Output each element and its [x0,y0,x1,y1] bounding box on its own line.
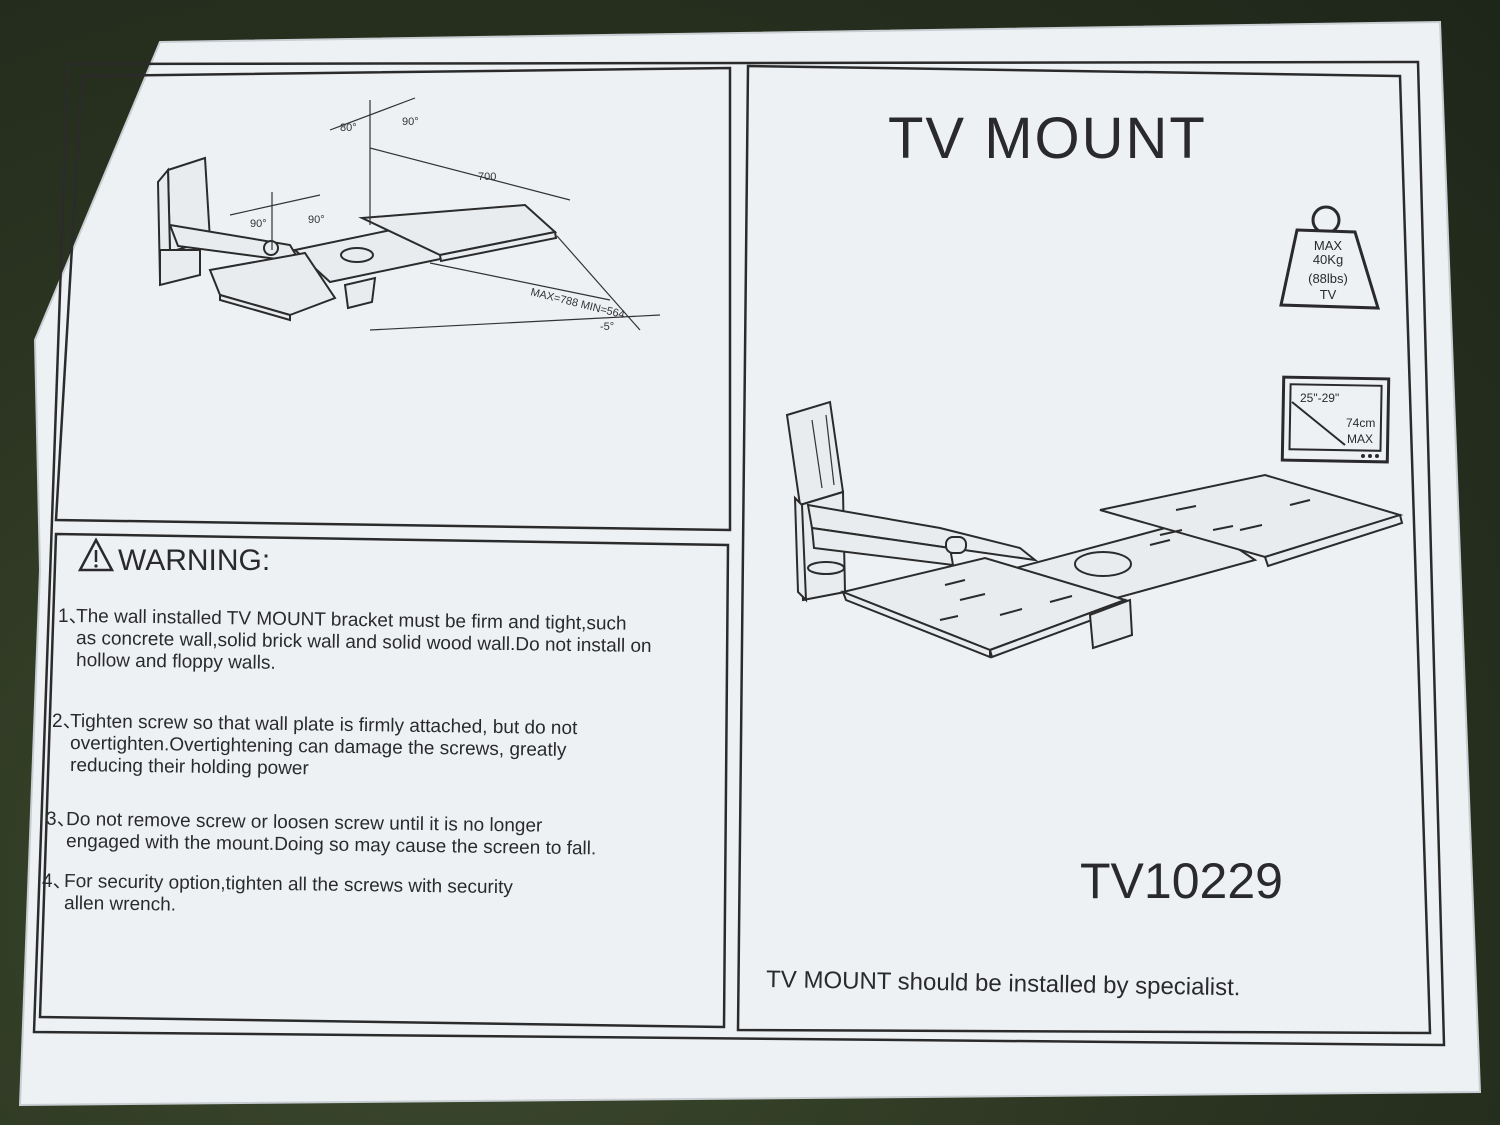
warning-item-number: 4、 [42,871,72,892]
weight-lbs: (88lbs) [1308,271,1348,286]
angle-label: 80° [340,122,357,134]
warning-item-line: reducing their holding power [70,755,310,779]
right-panel-border [736,64,1432,1035]
weight-tv: TV [1320,287,1337,302]
screen-max: MAX [1347,432,1373,446]
tilt-label: -5° [600,321,614,333]
angle-label: 90° [308,214,325,226]
warning-heading: WARNING: [118,544,270,577]
warning-triangle-icon [77,537,115,572]
small-mount-diagram: 80° 90° 90° 90° 700 MAX=788 MIN=564 -5° [156,97,661,333]
outer-frame [32,60,1446,1047]
warning-item-line: hollow and floppy walls. [76,650,276,674]
angle-label: 90° [402,116,419,128]
tv-screen-icon: 25"-29" 74cm MAX [1280,375,1391,464]
left-top-panel-border [54,66,732,532]
warning-item-number: 3、 [46,809,76,830]
weight-icon: MAX 40Kg (88lbs) TV [1279,205,1381,310]
length-label: 700 [478,171,496,183]
warning-item-line: allen wrench. [64,893,176,916]
weight-max: MAX [1314,238,1343,253]
warning-item-number: 2、 [52,711,82,732]
weight-kg: 40Kg [1313,252,1343,267]
angle-label: 90° [250,218,267,230]
left-bottom-panel-border [38,532,730,1029]
model-number: TV10229 [1080,853,1283,909]
paper-sheet [18,20,1482,1107]
screen-size: 74cm [1346,416,1375,430]
page-title: TV MOUNT [888,106,1207,171]
large-mount-diagram [785,400,1404,659]
warning-item-number: 1、 [58,606,88,627]
screen-range: 25"-29" [1300,391,1339,405]
